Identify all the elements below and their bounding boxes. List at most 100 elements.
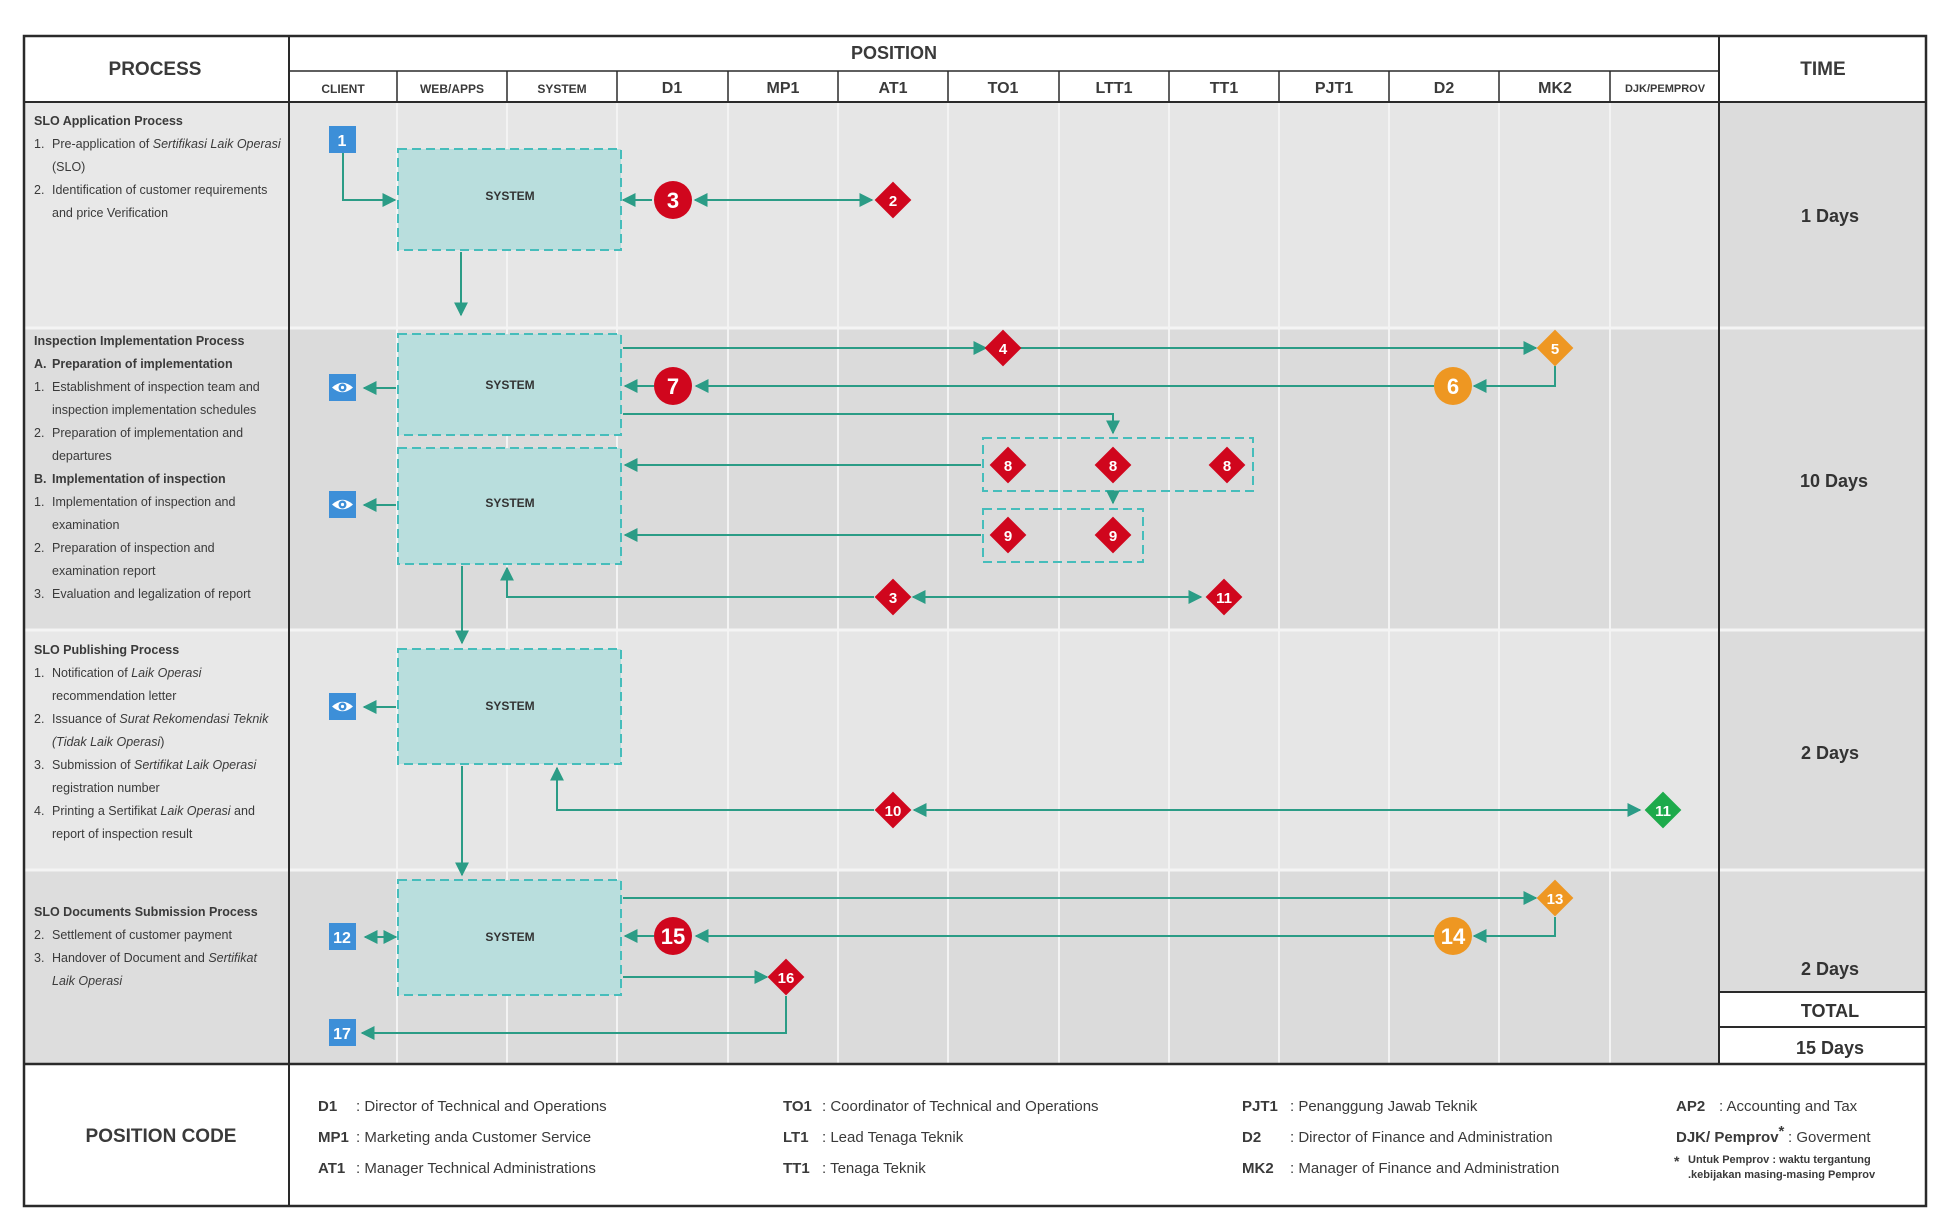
col-header: TT1 bbox=[1210, 80, 1239, 97]
legend-description: : Manager of Finance and Administration bbox=[1290, 1160, 1559, 1177]
step-number: 8 bbox=[1004, 458, 1012, 475]
legend-description: : Manager Technical Administrations bbox=[356, 1160, 596, 1177]
step-number: 10 bbox=[885, 803, 902, 820]
legend-description: : Tenaga Teknik bbox=[822, 1160, 926, 1177]
legend-description: : Lead Tenaga Teknik bbox=[822, 1129, 964, 1146]
item-text: (Tidak Laik Operasi) bbox=[52, 735, 164, 749]
nodes: 1 12 17 3 7 15 bbox=[329, 126, 1682, 1046]
item-number: 3. bbox=[34, 758, 44, 772]
step-diamond bbox=[874, 578, 912, 616]
step-circle bbox=[1434, 917, 1472, 955]
section-title: SLO Publishing Process bbox=[34, 643, 179, 657]
step-diamond bbox=[989, 446, 1027, 484]
legend-title: POSITION CODE bbox=[86, 1126, 237, 1147]
col-header: D1 bbox=[662, 80, 683, 97]
step-number: 16 bbox=[778, 970, 795, 987]
item-number: 4. bbox=[34, 804, 44, 818]
time-value: 2 Days bbox=[1801, 743, 1859, 763]
item-text: (SLO) bbox=[52, 160, 85, 174]
process-descriptions: SLO Application Process1.Pre-application… bbox=[34, 114, 282, 988]
step-number: 5 bbox=[1551, 341, 1559, 358]
lane-backgrounds bbox=[24, 102, 1926, 1064]
step-diamond bbox=[1536, 329, 1574, 367]
item-number: 3. bbox=[34, 587, 44, 601]
item-text: Handover of Document and Sertifikat bbox=[52, 951, 257, 965]
item-text: Establishment of inspection team and bbox=[52, 380, 260, 394]
step-circle bbox=[1434, 367, 1472, 405]
item-text: Issuance of Surat Rekomendasi Teknik bbox=[52, 712, 269, 726]
legend-code: AT1 bbox=[318, 1160, 345, 1177]
item-number: A. bbox=[34, 357, 47, 371]
item-text: Preparation of inspection and bbox=[52, 541, 215, 555]
step-diamond bbox=[1536, 879, 1574, 917]
legend-items: D1: Director of Technical and Operations… bbox=[318, 1098, 1871, 1177]
item-text: Preparation of implementation and bbox=[52, 426, 243, 440]
step-square bbox=[329, 126, 356, 153]
col-header: WEB/APPS bbox=[420, 82, 484, 96]
step-square bbox=[329, 923, 356, 950]
step-number: 11 bbox=[1216, 590, 1232, 607]
col-header: AT1 bbox=[878, 80, 907, 97]
step-diamond bbox=[1208, 446, 1246, 484]
step-number: 15 bbox=[661, 924, 685, 949]
item-number: 1. bbox=[34, 137, 44, 151]
legend-code: DJK/ Pemprov* bbox=[1676, 1123, 1785, 1146]
legend-code: MK2 bbox=[1242, 1160, 1274, 1177]
legend-description: : Coordinator of Technical and Operation… bbox=[822, 1098, 1099, 1115]
item-number: 2. bbox=[34, 928, 44, 942]
step-number: 14 bbox=[1441, 924, 1466, 949]
step-square bbox=[329, 1019, 356, 1046]
legend-description: : Director of Finance and Administration bbox=[1290, 1129, 1553, 1146]
step-number: 11 bbox=[1655, 803, 1671, 820]
item-text: Printing a Sertifikat Laik Operasi and bbox=[52, 804, 255, 818]
position-code-legend: POSITION CODE D1: Director of Technical … bbox=[86, 1098, 1876, 1181]
item-text: examination report bbox=[52, 564, 156, 578]
legend-code: D1 bbox=[318, 1098, 337, 1115]
step-diamond bbox=[984, 329, 1022, 367]
item-text: report of inspection result bbox=[52, 827, 193, 841]
step-circle bbox=[654, 181, 692, 219]
col-header: DJK/PEMPROV bbox=[1625, 83, 1706, 95]
process-header: PROCESS bbox=[109, 59, 202, 80]
item-text: registration number bbox=[52, 781, 160, 795]
legend-description: : Penanggung Jawab Teknik bbox=[1290, 1098, 1478, 1115]
step-diamond bbox=[767, 958, 805, 996]
eye-icon bbox=[329, 374, 356, 401]
time-column: 1 Days 10 Days 2 Days 2 Days TOTAL 15 Da… bbox=[1796, 206, 1868, 1058]
legend-code: AP2 bbox=[1676, 1098, 1705, 1115]
total-value: 15 Days bbox=[1796, 1038, 1864, 1058]
system-box bbox=[397, 447, 622, 565]
item-number: 1. bbox=[34, 380, 44, 394]
system-box-label: SYSTEM bbox=[485, 378, 534, 392]
step-diamond bbox=[874, 791, 912, 829]
item-number: 2. bbox=[34, 426, 44, 440]
position-header: POSITION bbox=[851, 43, 937, 63]
col-header: MP1 bbox=[767, 80, 800, 97]
item-number: 3. bbox=[34, 951, 44, 965]
step-number: 8 bbox=[1109, 458, 1117, 475]
item-text: Submission of Sertifikat Laik Operasi bbox=[52, 758, 257, 772]
step-number: 7 bbox=[667, 374, 679, 399]
col-header: CLIENT bbox=[321, 82, 365, 96]
table-frame bbox=[22, 34, 1928, 1208]
item-text: Implementation of inspection and bbox=[52, 495, 235, 509]
step-number: 13 bbox=[1547, 891, 1564, 908]
item-number: 1. bbox=[34, 495, 44, 509]
step-number: 8 bbox=[1223, 458, 1231, 475]
step-diamond bbox=[1094, 446, 1132, 484]
col-header: MK2 bbox=[1538, 80, 1572, 97]
time-header: TIME bbox=[1800, 59, 1845, 80]
legend-code: PJT1 bbox=[1242, 1098, 1278, 1115]
col-header: SYSTEM bbox=[537, 82, 586, 96]
eye-icon bbox=[329, 491, 356, 518]
col-header: LTT1 bbox=[1095, 80, 1132, 97]
group-box-9 bbox=[982, 508, 1144, 563]
column-headers: CLIENT WEB/APPS SYSTEM D1 MP1 AT1 TO1 LT… bbox=[321, 80, 1705, 97]
item-text: Laik Operasi bbox=[52, 974, 123, 988]
legend-code: TT1 bbox=[783, 1160, 810, 1177]
step-number: 1 bbox=[338, 133, 347, 150]
total-label: TOTAL bbox=[1801, 1001, 1859, 1021]
item-text: Evaluation and legalization of report bbox=[52, 587, 251, 601]
legend-description: : Goverment bbox=[1788, 1129, 1871, 1146]
